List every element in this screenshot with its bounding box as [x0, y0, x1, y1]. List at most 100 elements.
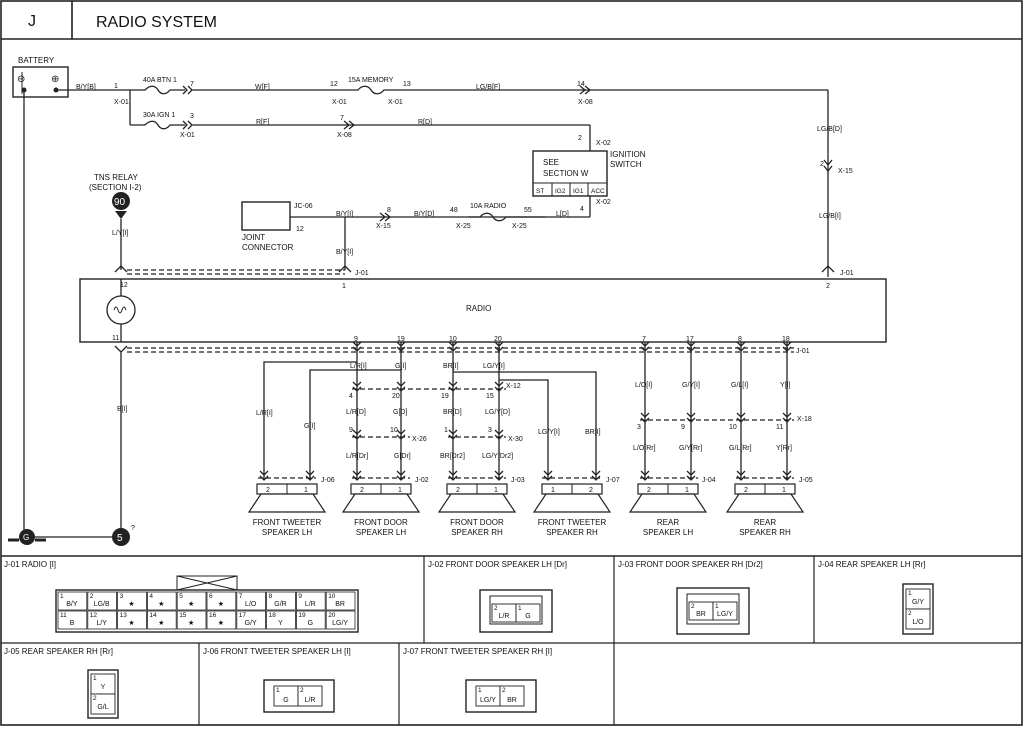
j01-pin-color: L/O — [245, 601, 257, 608]
j01-pin-color: ★ — [158, 619, 164, 627]
speaker-pin: 1 — [685, 487, 689, 494]
pin-2-x15: 2 — [820, 161, 824, 168]
speaker-pin: 2 — [589, 487, 593, 494]
radio-conn-j01: J-01 — [355, 270, 369, 277]
wire-tweeter-rh-a — [499, 379, 549, 480]
j04-pin-number: 2 — [908, 610, 912, 617]
speaker-pin: 2 — [360, 487, 364, 494]
speaker-conn: J-04 — [702, 477, 716, 484]
connector-chevron — [343, 120, 356, 130]
wire-label-byi2: B/Y[I] — [336, 249, 353, 256]
j02-pin-grid: 2L/R1G — [491, 603, 541, 623]
speaker-name2: SPEAKER LH — [262, 528, 312, 537]
j07-pin-cell — [499, 685, 525, 707]
wire-label-byi: B/Y[I] — [336, 211, 353, 218]
j01-pin-number: 18 — [269, 612, 277, 619]
speaker-cone-icon — [247, 493, 327, 513]
j01-pin-cell — [266, 591, 296, 611]
j01-pin-color: B — [70, 620, 75, 627]
wire-label: L/R[I] — [256, 410, 273, 417]
speaker-pin: 2 — [647, 487, 651, 494]
wire-label-byb: B/Y[B] — [76, 84, 96, 91]
j01-pin-color: B/Y — [66, 601, 78, 608]
tns-arrow-icon — [115, 211, 127, 219]
section-letter: J — [28, 13, 36, 30]
conn-x01-c: X-01 — [332, 99, 347, 106]
j01-pin-number: 4 — [149, 593, 153, 600]
j03-pin-color: BR — [696, 611, 706, 618]
conn-label: X-30 — [508, 436, 523, 443]
j01-pin-cell — [325, 610, 356, 630]
speaker-cone-icon — [341, 493, 421, 513]
radio-unit-box — [79, 278, 887, 343]
j02-title: J-02 FRONT DOOR SPEAKER LH [Dr] — [428, 560, 567, 569]
pin-7b: 7 — [340, 115, 344, 122]
j01-pin-color: ★ — [128, 619, 134, 627]
j03-pin-number: 2 — [691, 603, 695, 610]
j05-pin-number: 2 — [93, 695, 97, 702]
speaker-name: FRONT TWEETER — [538, 518, 607, 527]
speaker-cone-icon — [532, 493, 612, 513]
conn-x25a: X-25 — [456, 223, 471, 230]
connector-chevron — [686, 341, 696, 352]
j01-pin-number: 12 — [90, 612, 98, 619]
connector-chevron — [543, 470, 553, 481]
speaker-name: FRONT DOOR — [450, 518, 504, 527]
connector-chevron — [352, 381, 362, 392]
radio-pin-1: 1 — [342, 283, 346, 290]
pin-7: 7 — [190, 81, 194, 88]
connector-chevron — [448, 381, 458, 392]
connector-chevron — [782, 412, 792, 423]
connector-chevron — [494, 470, 504, 481]
connector-chevron — [736, 341, 746, 352]
speaker-name: REAR — [754, 518, 776, 527]
connector-chevron — [736, 412, 746, 423]
conn-x15: X-15 — [838, 168, 853, 175]
j05-title: J-05 REAR SPEAKER RH [Rr] — [4, 647, 113, 656]
speaker-connector-chevrons — [259, 341, 792, 481]
wire-label: LG/Y[D] — [485, 409, 510, 416]
pin-label: 20 — [494, 336, 502, 343]
j01-pin-cell — [236, 591, 267, 611]
wire-label: LG/Y[I] — [538, 429, 560, 436]
connector-chevron — [823, 159, 833, 173]
j01-pin-color: L/R — [305, 601, 316, 608]
wire-label: G[I] — [395, 363, 406, 370]
connector-chevron — [379, 212, 392, 222]
pin-label: 8 — [738, 336, 742, 343]
wire-label: LG/Y[I] — [483, 363, 505, 370]
connector-chevron — [494, 429, 504, 440]
j07-title: J-07 FRONT TWEETER SPEAKER RH [I] — [403, 647, 552, 656]
j01-pin-cell — [117, 610, 147, 630]
j04-pin-cell — [905, 608, 931, 630]
j04-pin-number: 1 — [908, 590, 912, 597]
wire-label: L/R[D] — [346, 409, 366, 416]
radio-label: RADIO — [466, 304, 491, 313]
j01-title: J-01 RADIO [I] — [4, 560, 56, 569]
battery-label: BATTERY — [18, 56, 55, 65]
j01-pin-color: ★ — [158, 600, 164, 608]
j01-pin-cell — [57, 591, 88, 611]
joint-pin: 12 — [296, 226, 304, 233]
j01-pin-cell — [57, 610, 88, 630]
j01-pin-cell — [176, 591, 207, 611]
connector-chevron — [640, 470, 650, 481]
j01-pin-cell — [146, 610, 177, 630]
j01-pin-color: LG/Y — [332, 620, 348, 627]
ign-pin-top: 2 — [578, 135, 582, 142]
connector-chevron — [736, 470, 746, 481]
connector-chevron — [494, 381, 504, 392]
j01-pin-color: ★ — [128, 600, 134, 608]
pin-8: 8 — [387, 207, 391, 214]
ground-mark: ? — [131, 525, 135, 532]
illumination-lamp-icon — [106, 295, 136, 325]
ign-see: SEE — [543, 158, 559, 167]
speaker-conn: J-06 — [321, 477, 335, 484]
fuse-15a-icon — [340, 85, 400, 95]
j01-bottom-label: J-01 — [796, 348, 810, 355]
